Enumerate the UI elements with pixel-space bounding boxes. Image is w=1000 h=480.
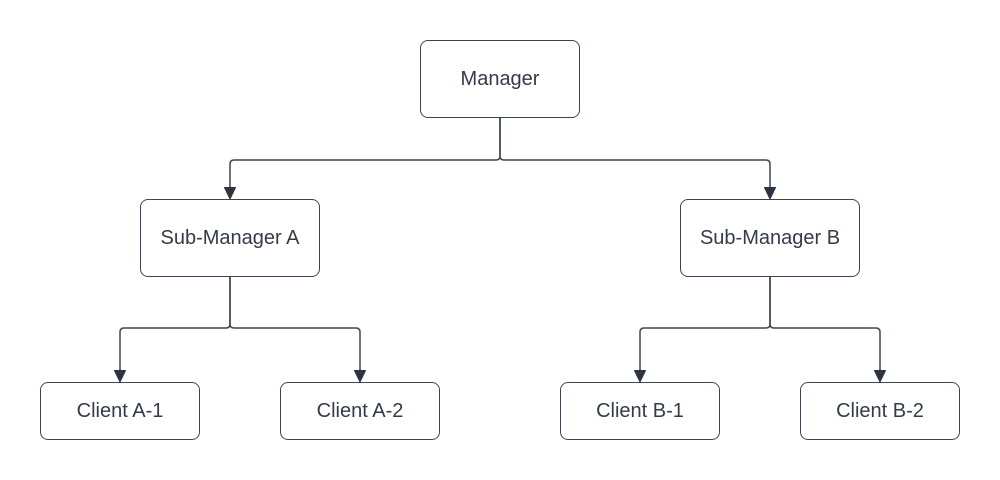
arrowhead-client-b-2 xyxy=(874,370,886,383)
node-client-b-1[interactable]: Client B-1 xyxy=(560,382,720,440)
arrowhead-sub-manager-a xyxy=(224,187,236,200)
connector-sub-manager-a-to-client-a-1 xyxy=(119,277,231,370)
node-client-b-2-label: Client B-2 xyxy=(836,400,924,422)
arrowhead-client-b-1 xyxy=(634,370,646,383)
connector-sub-manager-b-to-client-b-2 xyxy=(769,277,881,370)
node-manager[interactable]: Manager xyxy=(420,40,580,118)
node-client-a-1[interactable]: Client A-1 xyxy=(40,382,200,440)
connector-sub-manager-b-to-client-b-1 xyxy=(639,277,771,370)
node-client-b-1-label: Client B-1 xyxy=(596,400,684,422)
arrowhead-client-a-2 xyxy=(354,370,366,383)
node-manager-label: Manager xyxy=(460,68,540,90)
node-sub-manager-a[interactable]: Sub-Manager A xyxy=(140,199,320,277)
node-client-b-2[interactable]: Client B-2 xyxy=(800,382,960,440)
arrowhead-sub-manager-b xyxy=(764,187,776,200)
node-client-a-2-label: Client A-2 xyxy=(316,400,404,422)
arrowhead-client-a-1 xyxy=(114,370,126,383)
node-sub-manager-a-label: Sub-Manager A xyxy=(160,227,300,249)
node-client-a-1-label: Client A-1 xyxy=(76,400,164,422)
node-sub-manager-b[interactable]: Sub-Manager B xyxy=(680,199,860,277)
node-client-a-2[interactable]: Client A-2 xyxy=(280,382,440,440)
connector-manager-to-sub-manager-a xyxy=(229,118,501,187)
connector-manager-to-sub-manager-b xyxy=(499,118,771,187)
connector-sub-manager-a-to-client-a-2 xyxy=(229,277,361,370)
node-sub-manager-b-label: Sub-Manager B xyxy=(699,227,841,249)
